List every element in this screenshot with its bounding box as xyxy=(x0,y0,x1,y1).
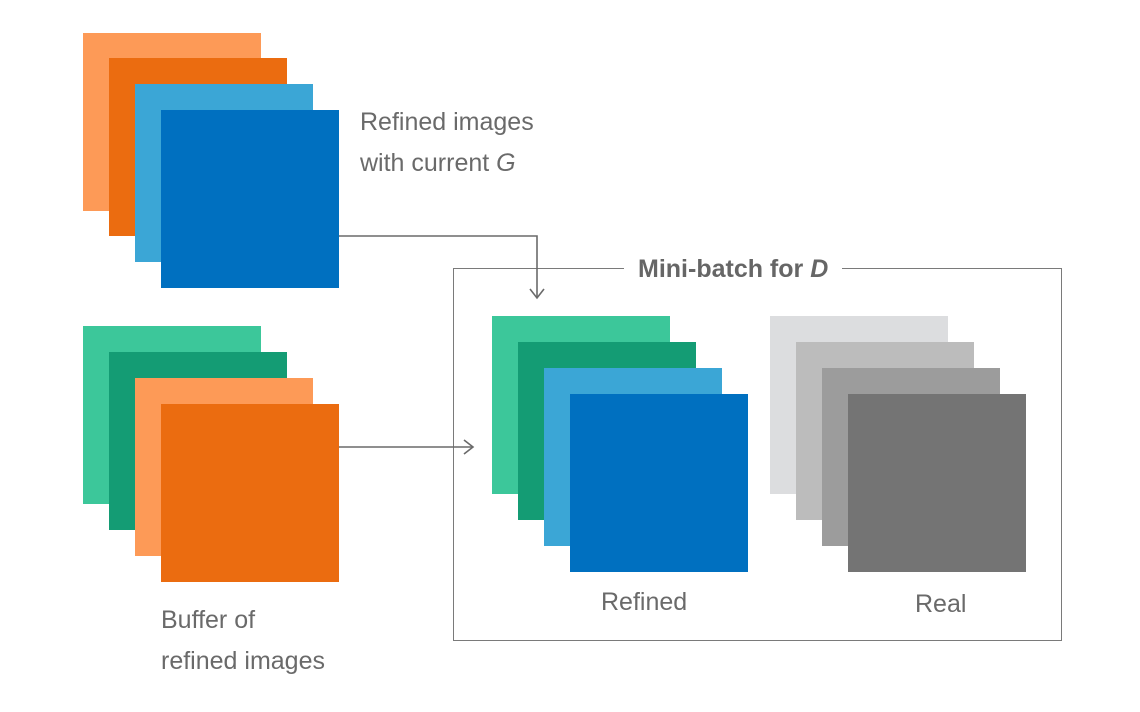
refined-current-label-line1: Refined images xyxy=(360,108,534,136)
refined-current-label-symbol: G xyxy=(496,149,516,177)
buffer-square-4 xyxy=(161,404,339,582)
minibatch-title: Mini-batch for D xyxy=(624,252,843,286)
refined-current-label-prefix: with current xyxy=(360,149,497,177)
arrow-current-to-minibatch xyxy=(339,235,538,298)
minibatch-refined-square-4 xyxy=(570,394,748,572)
refined-current-square-4 xyxy=(161,110,339,288)
arrow-buffer-head xyxy=(463,439,475,455)
buffer-label: Buffer of refined images xyxy=(161,600,325,682)
minibatch-title-symbol: D xyxy=(810,255,829,283)
minibatch-title-prefix: Mini-batch for xyxy=(638,255,811,283)
buffer-label-line1: Buffer of xyxy=(161,606,256,634)
arrow-current-head xyxy=(529,288,545,300)
buffer-label-line2: refined images xyxy=(161,647,325,675)
real-caption: Real xyxy=(915,590,967,618)
refined-current-label: Refined images with current G xyxy=(360,102,534,184)
minibatch-real-square-4 xyxy=(848,394,1026,572)
refined-current-label-line2: with current G xyxy=(360,143,534,184)
refined-caption: Refined xyxy=(601,588,688,616)
